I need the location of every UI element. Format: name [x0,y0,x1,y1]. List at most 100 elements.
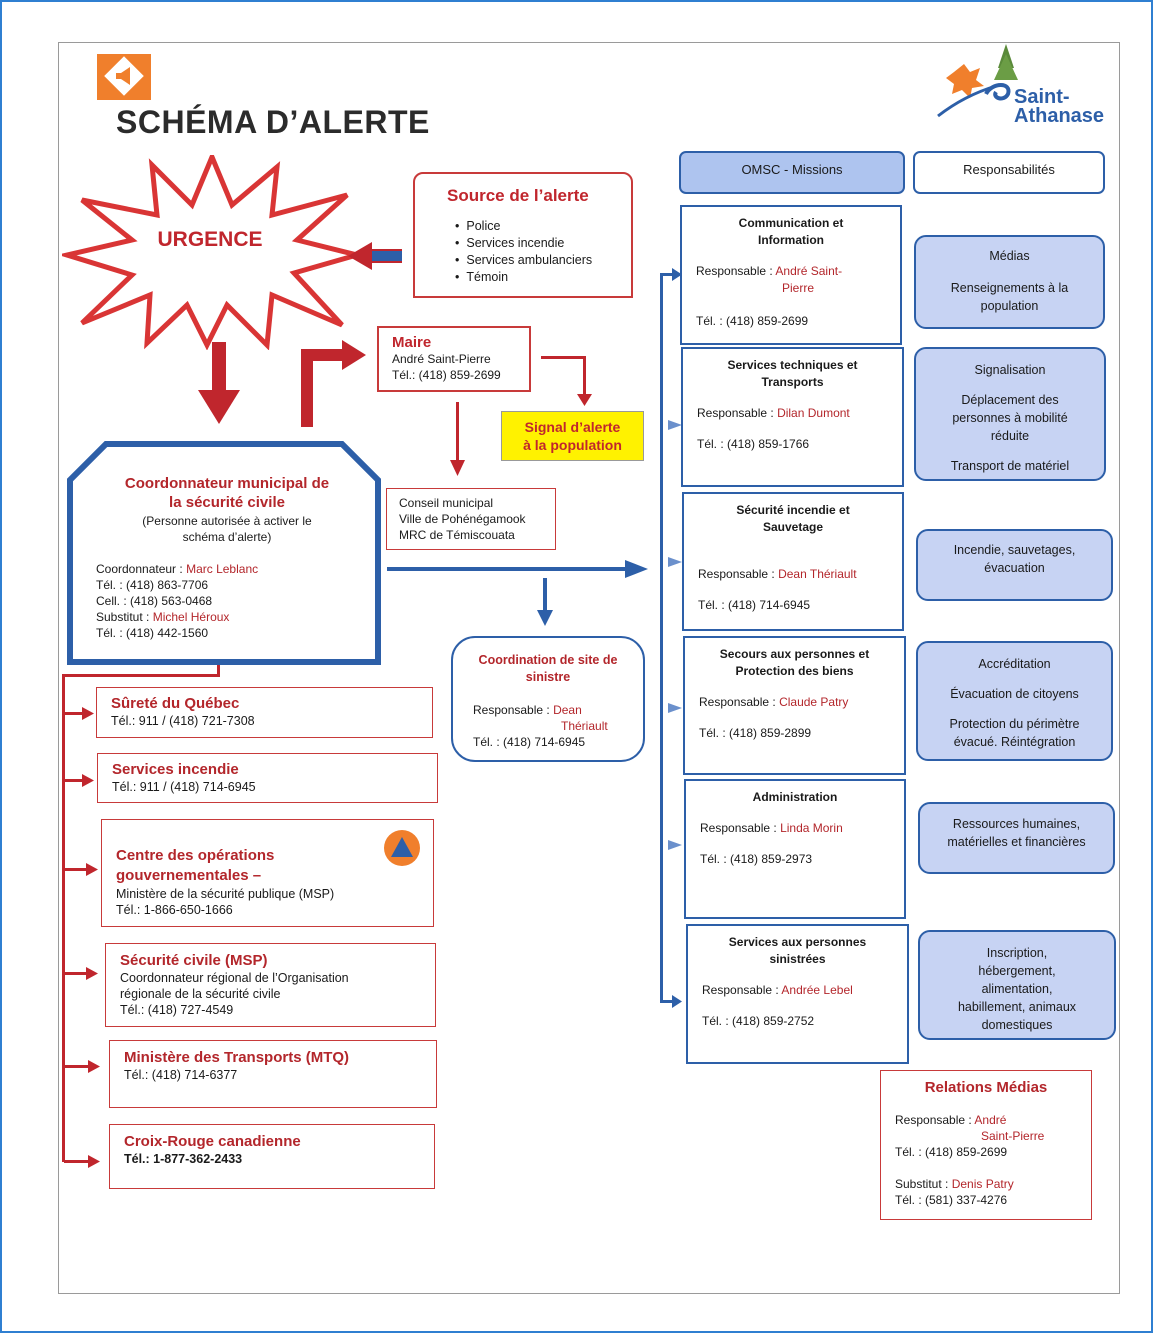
mission-title-2: sinistrées [769,952,826,966]
urgence-starburst [62,155,362,350]
substitute-label: Substitut : [96,610,150,624]
mission-resp: Andrée Lebel [781,983,853,997]
mission-resp-label: Responsable : [700,821,777,835]
header-missions: OMSC - Missions [679,151,905,194]
substitute-name: Michel Héroux [152,610,230,624]
mission-box: Services techniques et Transports Respon… [681,347,904,487]
contact-incendie: Services incendie Tél.: 911 / (418) 714-… [97,753,438,803]
media-sub-name: Denis Patry [951,1177,1014,1191]
media-sub-tel: Tél. : (581) 337-4276 [895,1193,1008,1207]
saint-athanase-logo: Saint- Athanase [936,42,1111,132]
contact-line: Tél.: (418) 714-6377 [124,1068,238,1082]
coordinator-tel: Tél. : (418) 863-7706 [96,578,209,592]
coordinator-title-2: la sécurité civile [169,494,285,511]
mission-title-1: Services techniques et [727,358,858,372]
contact-centre-operations: Centre des opérations gouvernementales –… [101,819,434,927]
contact-line: Tél.: (418) 727-4549 [120,1003,234,1017]
site-coordination-box: Coordination de site de sinistre Respons… [451,636,645,762]
site-title-2: sinistre [525,670,571,684]
mission-title-1: Administration [752,790,838,804]
page-title: SCHÉMA D’ALERTE [116,104,430,140]
contact-line: Ministère de la sécurité publique (MSP) [116,887,335,901]
logo-line-2: Athanase [1014,105,1105,127]
mission-box: Communication et Information Responsable… [680,205,902,345]
maire-box: Maire André Saint-Pierre Tél.: (418) 859… [377,326,531,392]
mission-resp-label: Responsable : [698,567,775,581]
mission-title-2: Sauvetage [762,520,824,534]
mission-tel: Tél. : (418) 859-2699 [696,314,809,328]
site-resp-2: Thériault [561,719,608,733]
source-title: Source de l’alerte [447,186,589,205]
responsibility-line: Transport de matériel [950,459,1070,473]
mission-box: Secours aux personnes et Protection des … [683,636,906,775]
responsibility-line: alimentation, [981,982,1053,996]
mission-resp: Dilan Dumont [777,406,850,420]
mission-title-2: Transports [761,375,824,389]
responsibility-line: habillement, animaux [957,1000,1077,1014]
mission-box: Sécurité incendie et Sauvetage Responsab… [682,492,904,631]
contact-croix-rouge: Croix-Rouge canadienne Tél.: 1-877-362-2… [109,1124,435,1189]
mission-title-1: Secours aux personnes et [719,647,870,661]
mission-box: Administration Responsable : Linda Morin… [684,779,906,919]
responsibility-box: Incendie, sauvetages, évacuation [916,529,1113,601]
mission-tel: Tél. : (418) 859-1766 [697,437,810,451]
media-relations-title: Relations Médias [924,1079,1048,1096]
maire-title: Maire [392,334,432,351]
contact-title: Centre des opérations gouvernementales – [116,847,275,884]
signal-box: Signal d’alerte à la population [501,411,644,461]
mission-tel: Tél. : (418) 859-2973 [700,852,813,866]
coordinator-box: Coordonnateur municipal de la sécurité c… [82,474,372,641]
arrow-left [348,242,402,270]
media-resp-2: Saint-Pierre [981,1129,1045,1143]
contact-surete: Sûreté du Québec Tél.: 911 / (418) 721-7… [96,687,433,738]
responsibility-box: Signalisation Déplacement des personnes … [914,347,1106,481]
contact-line: Tél.: 911 / (418) 721-7308 [111,714,255,728]
civil-protection-icon [384,830,420,866]
mission-title-2: Information [758,233,824,247]
source-item: Témoin [455,269,621,286]
site-resp-1: Dean [553,703,582,717]
mission-resp: Claude Patry [779,695,849,709]
substitute-tel: Tél. : (418) 442-1560 [96,626,209,640]
contact-title: Ministère des Transports (MTQ) [124,1049,350,1066]
media-resp-1: André [974,1113,1007,1127]
responsibility-line: évacué. Réintégration [953,735,1076,749]
responsibility-line: Renseignements à la [950,281,1069,295]
conseil-box: Conseil municipal Ville de Pohénégamook … [386,488,556,550]
coordinator-note-1: (Personne autorisée à activer le [142,514,312,528]
responsibility-line: Évacuation de citoyens [950,687,1079,701]
signal-line-2: à la population [523,437,622,453]
responsibility-box: Inscription, hébergement, alimentation, … [918,930,1116,1040]
mission-title-1: Services aux personnes [728,935,867,949]
mission-title-1: Sécurité incendie et [736,503,850,517]
responsibility-line: Inscription, [986,946,1048,960]
logo-line-1: Saint- [1014,86,1070,108]
responsibility-line: réduite [990,429,1030,443]
contact-line: Coordonnateur régional de l’Organisation [120,971,349,985]
maire-tel: Tél.: (418) 859-2699 [392,368,501,382]
media-resp-label: Responsable : [895,1113,972,1127]
media-tel: Tél. : (418) 859-2699 [895,1145,1008,1159]
mission-resp: André Saint- [775,264,843,278]
site-title-1: Coordination de site de [478,653,618,667]
signal-line-1: Signal d’alerte [524,419,621,435]
responsibility-box: Accréditation Évacuation de citoyens Pro… [916,641,1113,761]
urgence-label: URGENCE [157,228,263,251]
responsibility-box: Médias Renseignements à la population [914,235,1105,329]
mission-resp-label: Responsable : [702,983,779,997]
contact-line: Tél.: 1-866-650-1666 [116,903,233,917]
media-relations-box: Relations Médias Responsable : André Sai… [880,1070,1092,1220]
contact-line: régionale de la sécurité civile [120,987,281,1001]
coordinator-name: Marc Leblanc [186,562,259,576]
contact-transports: Ministère des Transports (MTQ) Tél.: (41… [109,1040,437,1108]
responsibility-line: évacuation [984,561,1045,575]
mission-resp: Linda Morin [780,821,843,835]
responsibility-line: Protection du périmètre [949,717,1080,731]
coordinator-shape [67,441,381,665]
responsibility-line: domestiques [981,1018,1053,1032]
coordinator-title-1: Coordonnateur municipal de [124,475,330,492]
responsibility-line: Accréditation [978,657,1051,671]
source-item: Police [455,218,621,235]
responsibility-line: Incendie, sauvetages, [953,543,1076,557]
